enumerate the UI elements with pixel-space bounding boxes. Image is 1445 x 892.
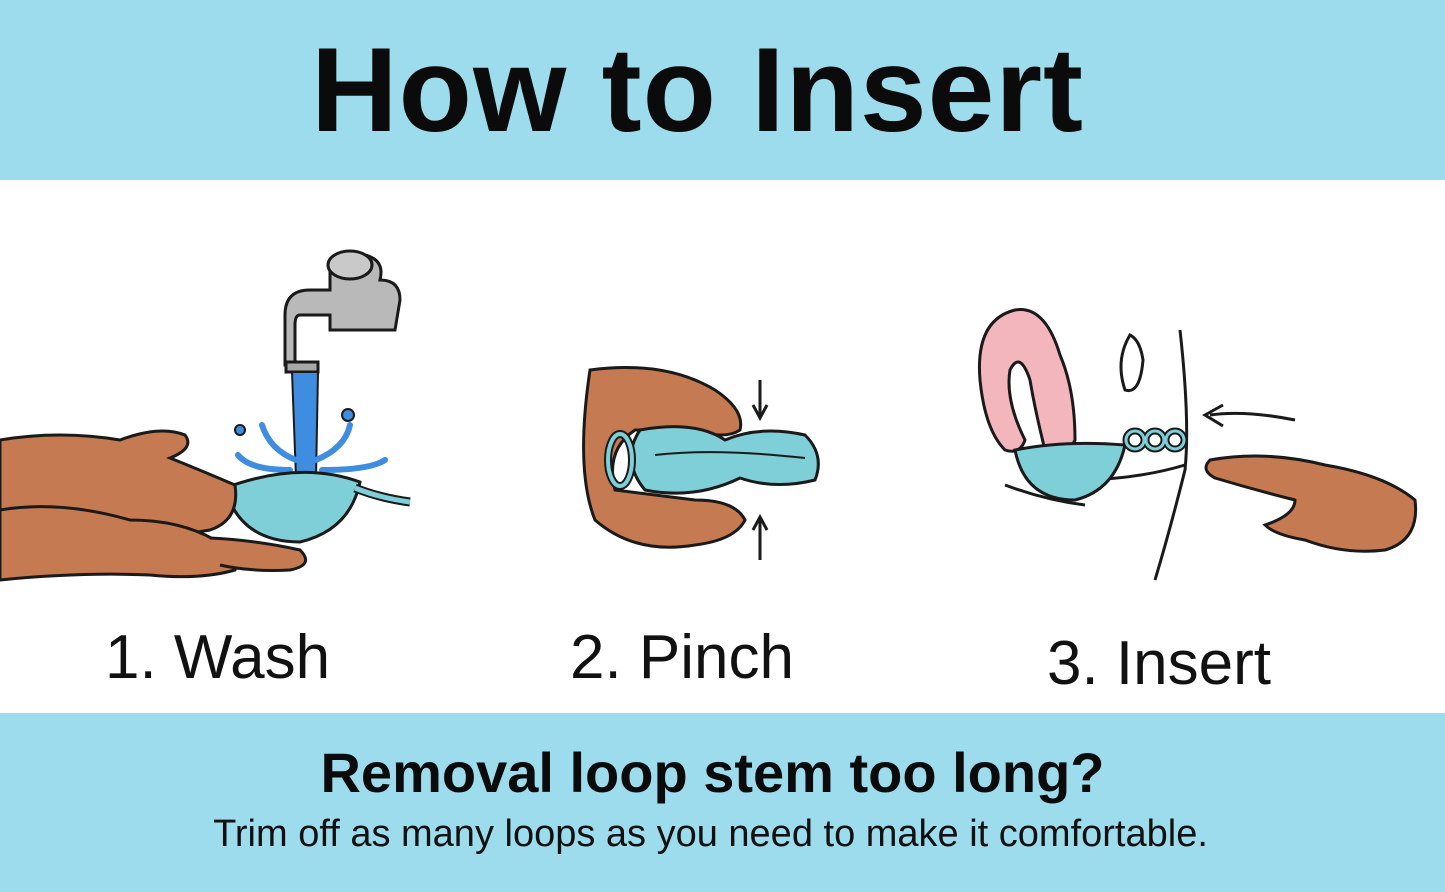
- footer-heading: Removal loop stem too long?: [320, 741, 1105, 804]
- finger-inserting-cup-icon: [977, 308, 1418, 581]
- step-label-wash: 1. Wash: [105, 623, 331, 692]
- page-title: How to Insert: [310, 23, 1085, 157]
- footer-subtext: Trim off as many loops as you need to ma…: [213, 813, 1208, 855]
- footer-band: Removal loop stem too long? Trim off as …: [0, 713, 1445, 892]
- step-label-insert: 3. Insert: [1047, 629, 1271, 698]
- header-band: How to Insert: [0, 0, 1445, 180]
- hand-pinching-cup-icon: [582, 366, 820, 560]
- steps-section: 1. Wash 2. Pinch: [0, 180, 1445, 713]
- step-label-pinch: 2. Pinch: [570, 623, 795, 692]
- hands-washing-cup-under-faucet-icon: [0, 249, 411, 582]
